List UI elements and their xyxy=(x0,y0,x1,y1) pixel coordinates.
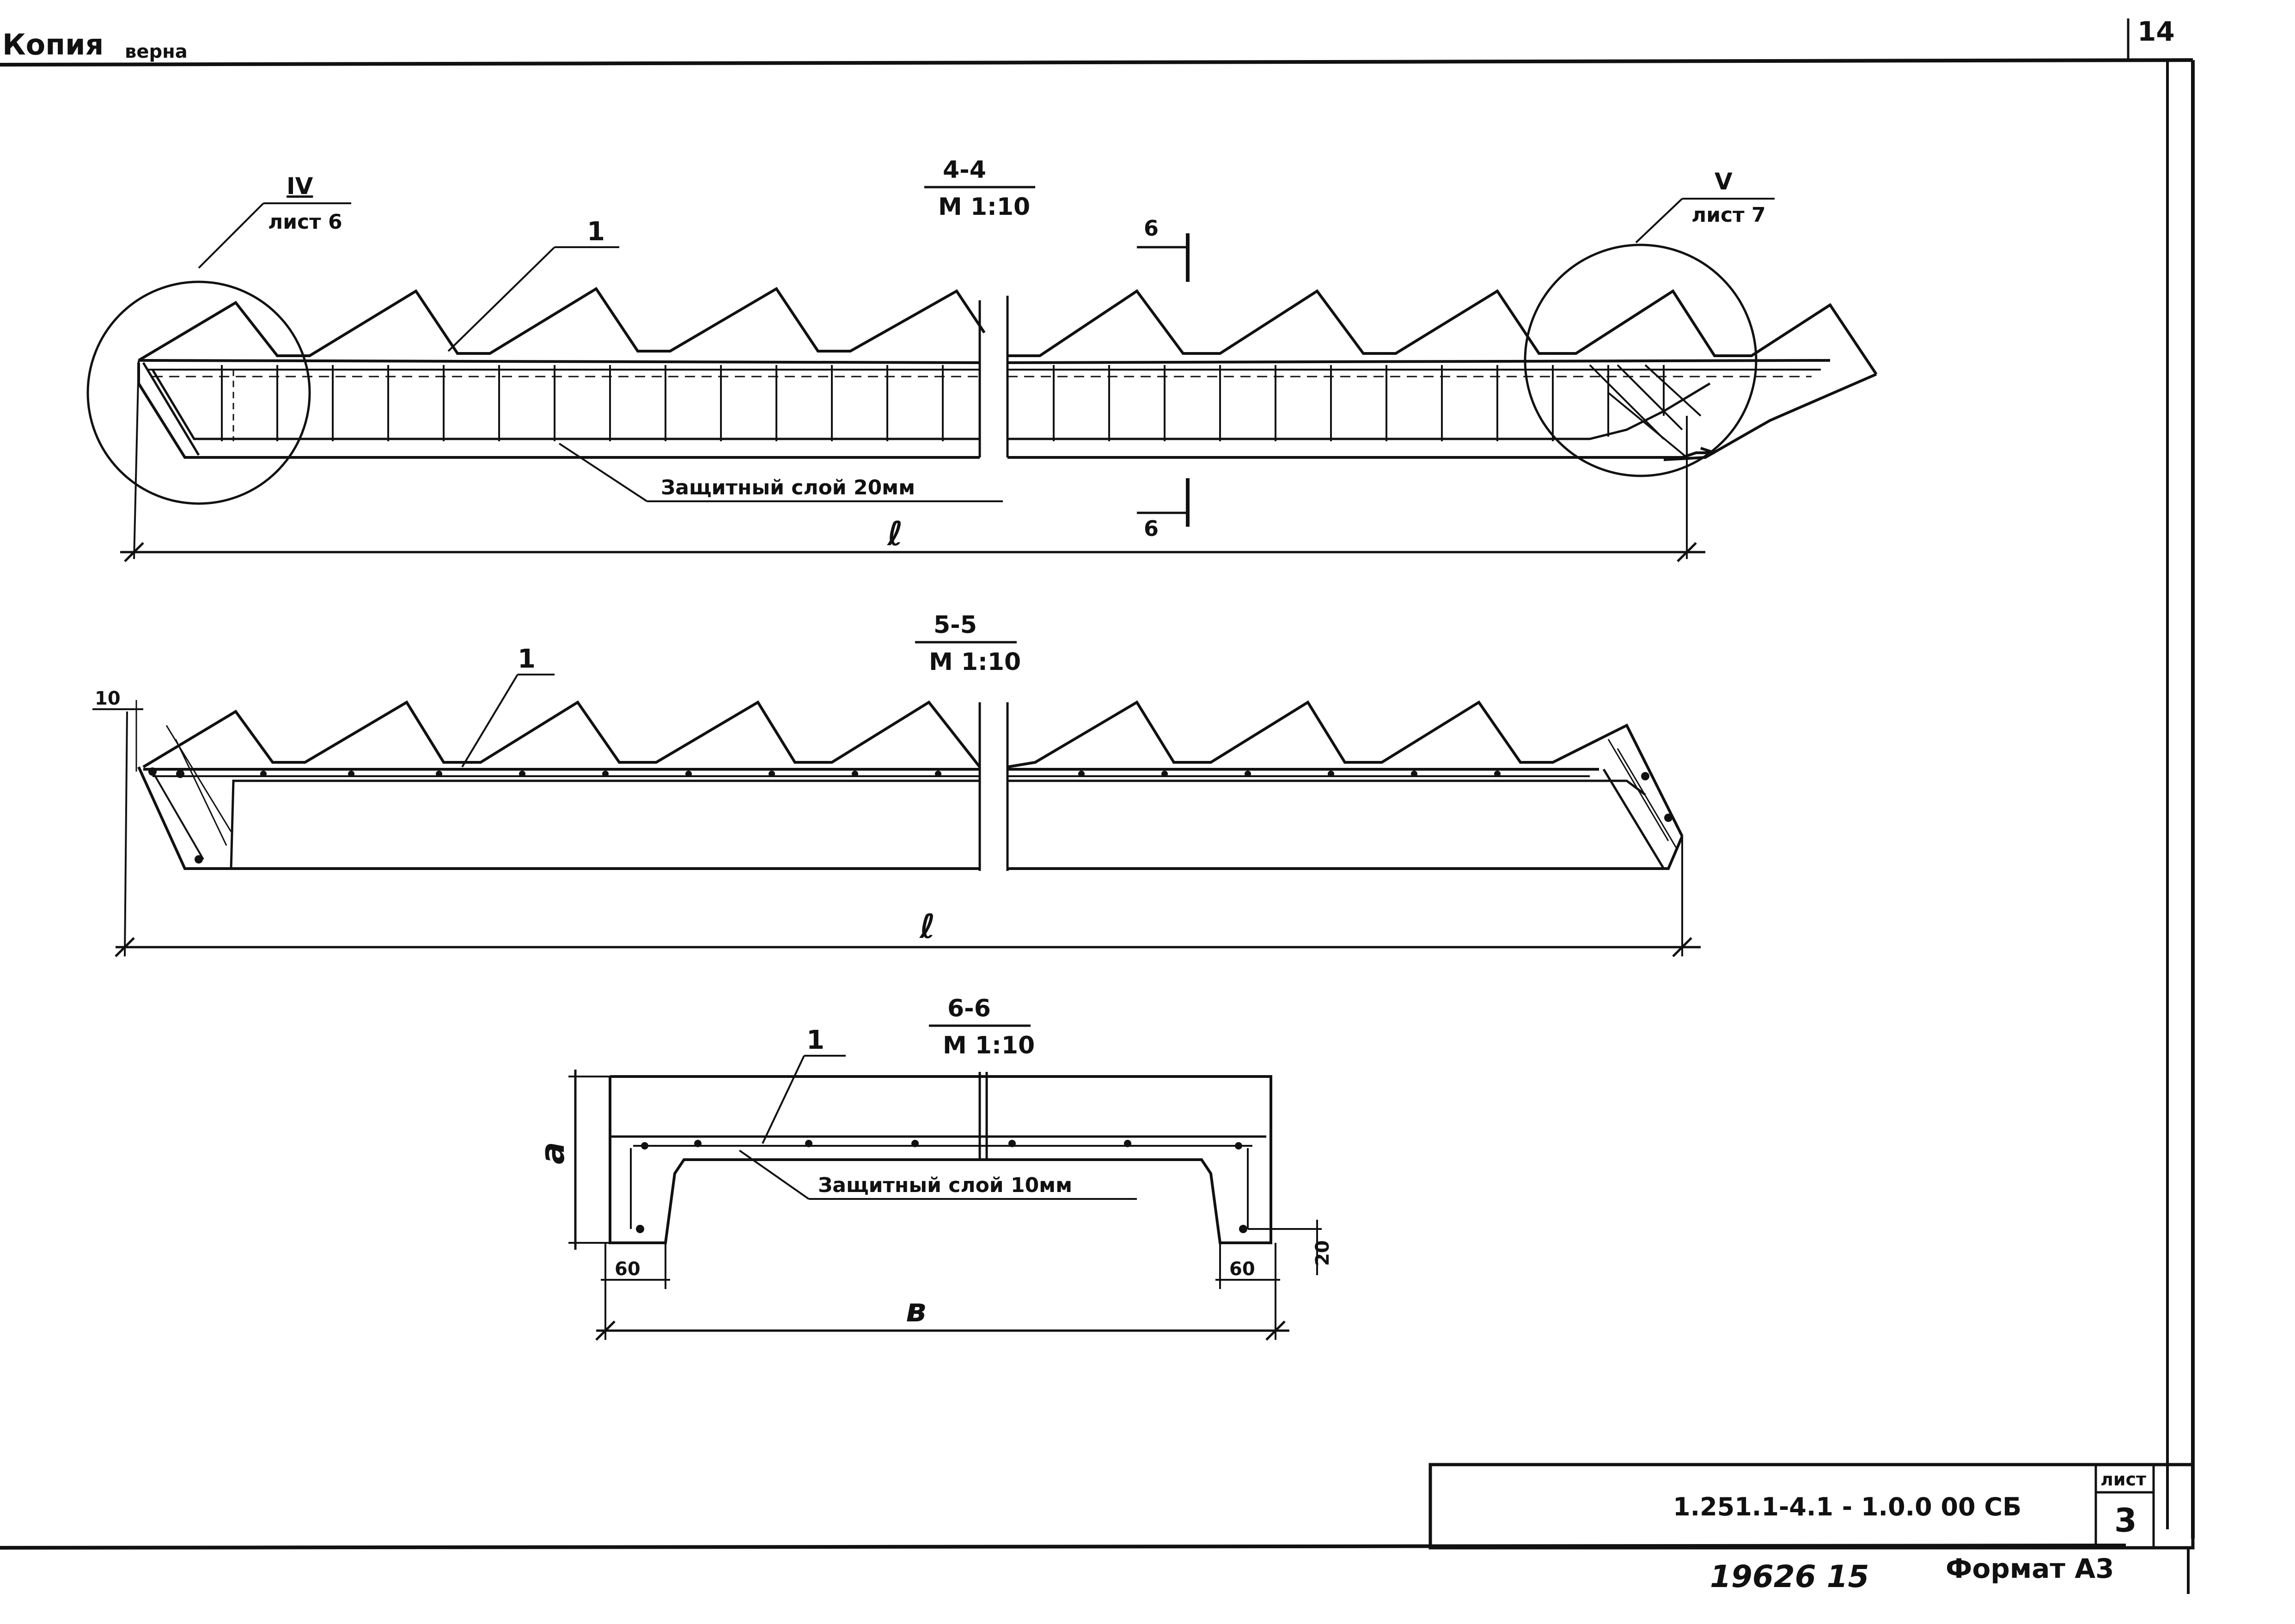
rebar-dots xyxy=(148,767,1672,864)
section-6-6: 6-6 М 1:10 1 Защитный слой 10мм a xyxy=(533,995,1333,1341)
sheet-number: 3 xyxy=(2114,1502,2137,1539)
section-6-6-rebar-dots xyxy=(636,1140,1247,1233)
section-6-6-position-label: 1 xyxy=(806,1025,824,1055)
copy-label: Копия xyxy=(2,28,104,61)
inventory-number: 19626 15 xyxy=(1710,1559,1869,1594)
callout-iv-detail: IV xyxy=(287,173,313,200)
dim-left-60: 60 xyxy=(615,1259,641,1280)
corner-page-number: 14 xyxy=(2137,16,2175,47)
section-6-6-width-label: в xyxy=(906,1291,926,1329)
section-4-4-number: 4-4 xyxy=(943,156,986,184)
section-5-5-offset-dim: 10 xyxy=(95,688,121,709)
format-label: Формат А3 xyxy=(1946,1553,2114,1584)
section-4-4-scale: М 1:10 xyxy=(938,193,1030,221)
section-6-6-scale: М 1:10 xyxy=(943,1032,1035,1059)
section-6-6-cover-note: Защитный слой 10мм xyxy=(818,1174,1072,1197)
cut-mark-top: 6 xyxy=(1144,216,1159,241)
section-4-4-cover-note: Защитный слой 20мм xyxy=(661,476,915,499)
detail-circle-iv xyxy=(86,280,311,505)
section-5-5-length-label: ℓ xyxy=(919,907,935,946)
cut-mark-bottom: 6 xyxy=(1144,516,1159,541)
section-4-4-position-label: 1 xyxy=(587,217,605,247)
section-5-5-position-label: 1 xyxy=(518,644,536,674)
sheet-label: лист xyxy=(2100,1469,2146,1490)
title-block xyxy=(1428,1463,2195,1550)
callout-v-detail: V xyxy=(1715,168,1733,195)
drawing-frame xyxy=(0,18,2195,1594)
section-6-6-number: 6-6 xyxy=(947,995,991,1022)
section-5-5-number: 5-5 xyxy=(934,611,977,639)
verified-label: верна xyxy=(125,41,188,62)
designation: 1.251.1-4.1 - 1.0.0 00 СБ xyxy=(1673,1492,2021,1521)
stirrups xyxy=(221,365,1665,441)
section-4-4-length-label: ℓ xyxy=(887,514,903,553)
section-5-5-scale: М 1:10 xyxy=(929,648,1021,676)
callout-v-sheet: лист 7 xyxy=(1691,203,1766,227)
callout-iv-sheet: лист 6 xyxy=(268,210,342,234)
section-5-5: 5-5 М 1:10 xyxy=(92,611,1701,957)
section-6-6-height-label: a xyxy=(533,1142,572,1164)
dim-bottom-20: 20 xyxy=(1312,1240,1333,1266)
dim-right-60: 60 xyxy=(1229,1259,1255,1280)
section-4-4: 4-4 М 1:10 IV лист 6 V лист 7 xyxy=(86,156,1878,562)
